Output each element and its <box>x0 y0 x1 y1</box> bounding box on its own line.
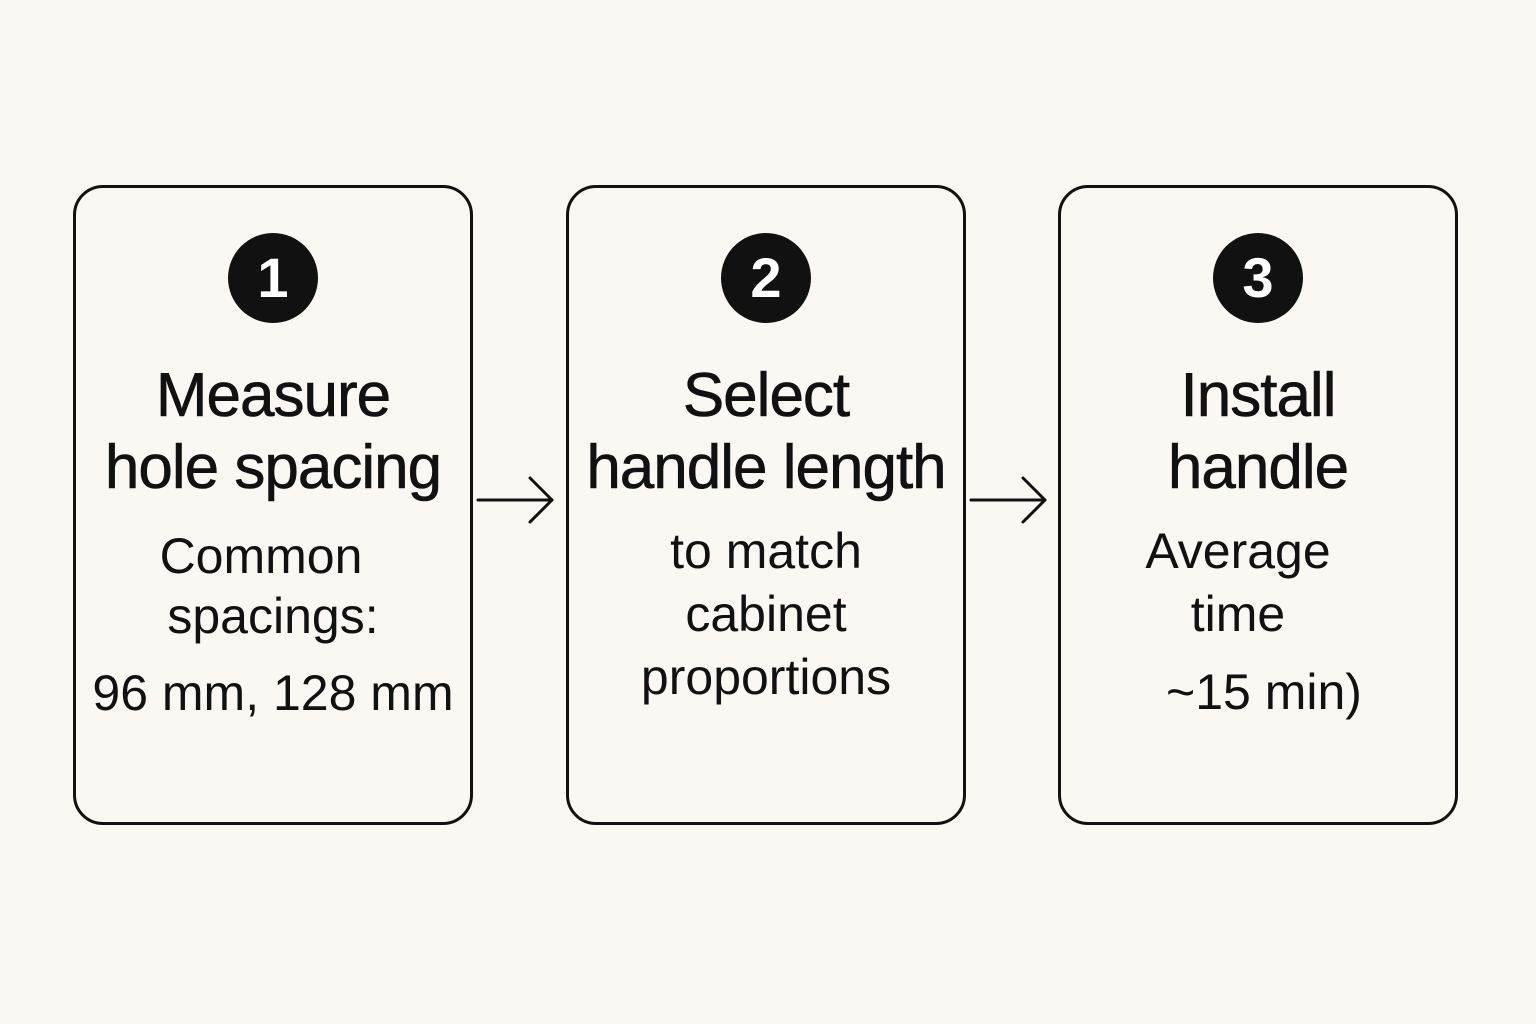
step-detail-line: Common <box>159 528 363 584</box>
step-number-badge: 1 <box>228 233 318 323</box>
step-card-3: 3 Install handle Average time ~15 min) <box>1058 185 1458 825</box>
step-title-line: hole spacing <box>104 433 443 503</box>
step-title: Select handle length <box>569 360 963 504</box>
step-number-badge: 2 <box>721 233 811 323</box>
step-title-line: Select <box>682 361 851 431</box>
step-title-line: Measure <box>155 361 392 431</box>
step-title: Measure hole spacing <box>76 360 470 504</box>
step-number-badge: 3 <box>1213 233 1303 323</box>
step-detail-line: 96 mm, 128 mm <box>92 665 454 721</box>
arrow-right-icon <box>969 476 1047 524</box>
step-detail-line: proportions <box>640 649 892 705</box>
step-title-line: handle length <box>586 433 947 503</box>
step-title-line: handle <box>1167 433 1350 503</box>
step-detail-line: ~15 min) <box>1166 664 1362 720</box>
step-detail-line: spacings: <box>167 588 379 644</box>
step-title: Install handle <box>1061 360 1455 504</box>
step-card-2: 2 Select handle length to match cabinet … <box>566 185 966 825</box>
step-detail-line: time <box>1190 586 1286 642</box>
step-detail-line: to match <box>670 523 862 579</box>
step-detail-line: Average <box>1145 523 1331 579</box>
step-detail-line: cabinet <box>685 586 847 642</box>
step-title-line: Install <box>1180 361 1337 431</box>
step-card-1: 1 Measure hole spacing Common spacings: … <box>73 185 473 825</box>
arrow-right-icon <box>476 476 554 524</box>
